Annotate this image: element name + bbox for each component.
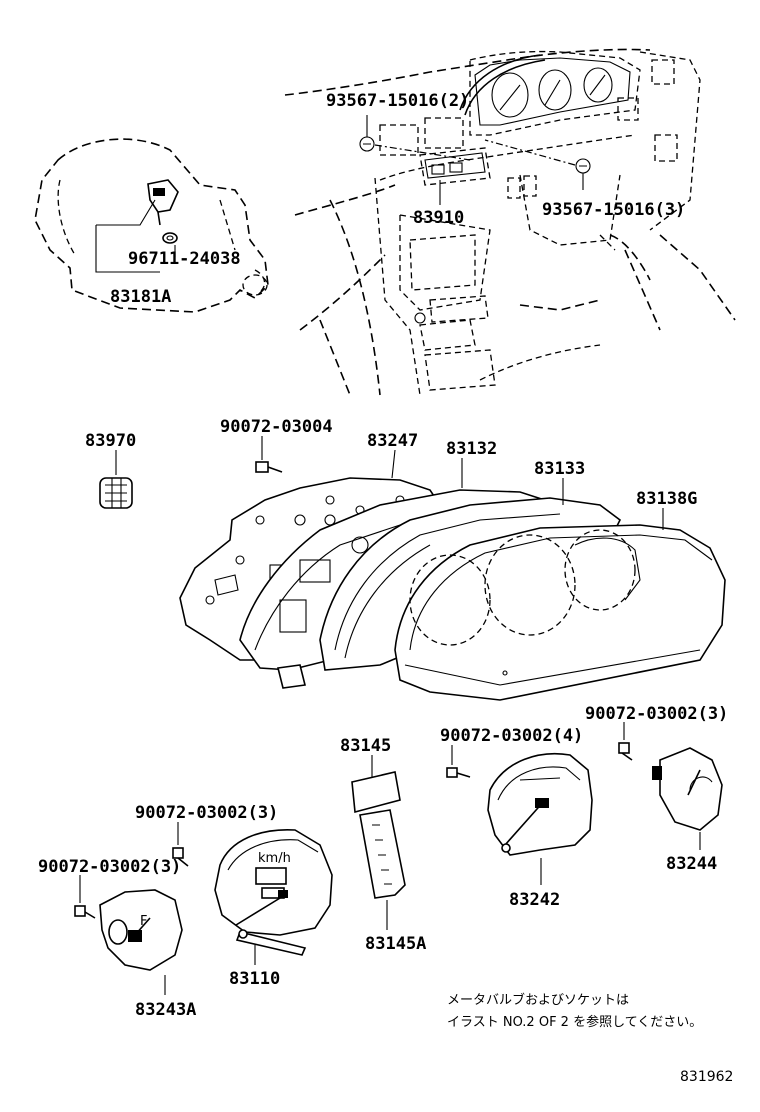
- label-93567-15016-3: 93567-15016(3): [542, 200, 685, 220]
- indicator-lens-83145-icon: [351, 771, 401, 814]
- screw-90072-03002-3-right-icon: [618, 742, 633, 761]
- screw-90072-03004-icon: [255, 461, 283, 473]
- label-90072-03002-4: 90072-03002(4): [440, 726, 583, 746]
- meter-assembly-illustration: [179, 477, 726, 701]
- label-90072-03002-3-upper: 90072-03002(3): [135, 803, 278, 823]
- note-line-1: メータバルブおよびソケットは: [447, 992, 629, 1008]
- gauge-83244-icon: [652, 747, 723, 831]
- speedometer-83110-icon: km/h: [214, 829, 333, 956]
- label-83138g: 83138G: [636, 489, 697, 509]
- screw-90072-03002-3-lower-icon: [74, 905, 96, 919]
- screw-90072-03002-3-upper-icon: [172, 847, 189, 867]
- label-83247: 83247: [367, 431, 418, 451]
- bulb-83970-icon: [99, 477, 133, 509]
- label-83145: 83145: [340, 736, 391, 756]
- label-90072-03002-3-right: 90072-03002(3): [585, 704, 728, 724]
- note-line-2: イラスト NO.2 OF 2 を参照してください。: [447, 1014, 702, 1030]
- label-83133: 83133: [534, 459, 585, 479]
- dashboard-illustration: [284, 48, 736, 396]
- label-93567-15016-2: 93567-15016(2): [326, 91, 469, 111]
- label-90072-03002-3-lower: 90072-03002(3): [38, 857, 181, 877]
- label-96711-24038: 96711-24038: [128, 249, 241, 269]
- figure-reference: 831962: [680, 1069, 733, 1085]
- svg-text:F: F: [140, 914, 147, 929]
- screw-90072-03002-4-icon: [446, 767, 471, 778]
- speedometer-unit-text: km/h: [258, 851, 291, 866]
- label-83910: 83910: [413, 208, 464, 228]
- label-83181a: 83181A: [110, 287, 171, 307]
- label-83243a: 83243A: [135, 1000, 196, 1020]
- label-83970: 83970: [85, 431, 136, 451]
- label-90072-03004: 90072-03004: [220, 417, 333, 437]
- fuel-gauge-83243a-icon: F: [99, 889, 183, 971]
- label-83145a: 83145A: [365, 934, 426, 954]
- tachometer-83242-icon: [487, 752, 593, 856]
- indicator-plate-83145a-icon: [359, 809, 406, 899]
- label-83132: 83132: [446, 439, 497, 459]
- transmission-illustration: [34, 138, 269, 313]
- label-83244: 83244: [666, 854, 717, 874]
- label-83242: 83242: [509, 890, 560, 910]
- label-83110: 83110: [229, 969, 280, 989]
